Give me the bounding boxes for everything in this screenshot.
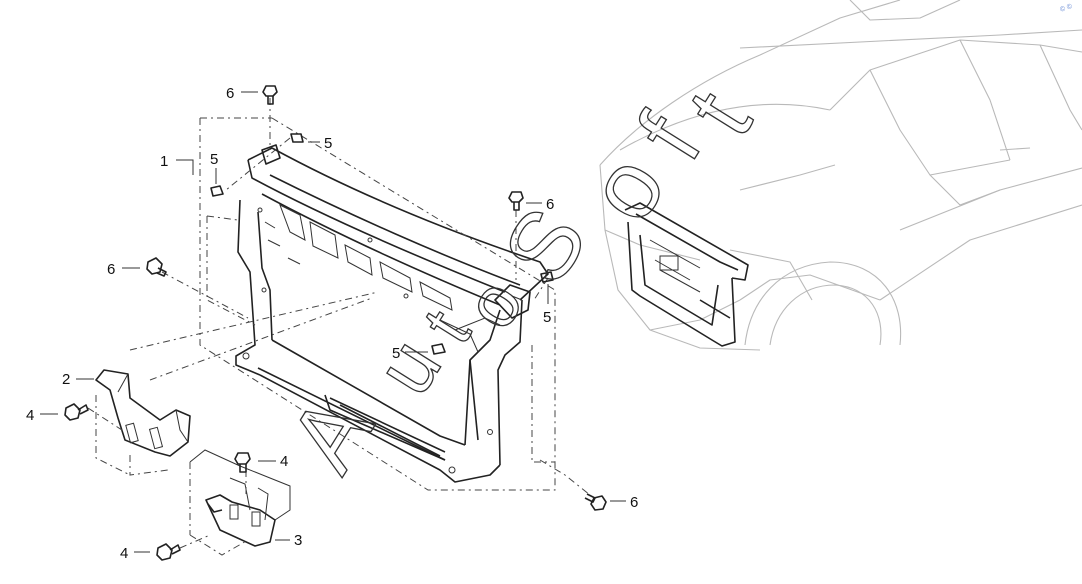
bolt-4-left xyxy=(64,403,89,421)
callout-5-upper: 5 xyxy=(324,135,332,152)
bolt-6-bottom-right xyxy=(584,493,607,511)
radiator-support-panel xyxy=(235,144,549,483)
bolt-6-top xyxy=(262,85,278,105)
bracket-2 xyxy=(87,369,191,476)
clip-nut-5 xyxy=(210,133,554,355)
callout-4-left: 4 xyxy=(26,407,34,424)
callout-3: 3 xyxy=(294,532,302,549)
vehicle-outline xyxy=(599,0,1082,351)
installed-radiator-support xyxy=(624,202,749,347)
callout-4-center: 4 xyxy=(280,453,288,470)
leader-lines xyxy=(40,91,626,553)
bolt-4-center xyxy=(234,452,251,473)
callout-1: 1 xyxy=(160,153,168,170)
callout-6-top: 6 xyxy=(226,85,234,102)
callout-6-right: 6 xyxy=(546,196,554,213)
callout-5-upper-left: 5 xyxy=(210,151,218,168)
watermark-letter-a: A xyxy=(269,378,394,489)
part-1-reference-frame xyxy=(129,98,591,496)
callout-6-bottom-right: 6 xyxy=(630,494,638,511)
watermark: A u t o S o f t xyxy=(268,73,772,490)
corner-mark: © © xyxy=(1059,2,1074,14)
bracket-3 xyxy=(179,449,291,556)
bolt-6-right xyxy=(508,191,524,211)
bolt-4-bottom xyxy=(156,543,181,561)
callout-4-bottom: 4 xyxy=(120,545,128,562)
callout-2: 2 xyxy=(62,371,70,388)
callout-5-center: 5 xyxy=(392,345,400,362)
bolt-6-left xyxy=(146,257,167,277)
callout-5-right: 5 xyxy=(543,309,551,326)
callout-6-left: 6 xyxy=(107,261,115,278)
callout-labels: 1 2 3 4 4 4 5 5 5 5 6 6 6 6 xyxy=(26,85,638,562)
